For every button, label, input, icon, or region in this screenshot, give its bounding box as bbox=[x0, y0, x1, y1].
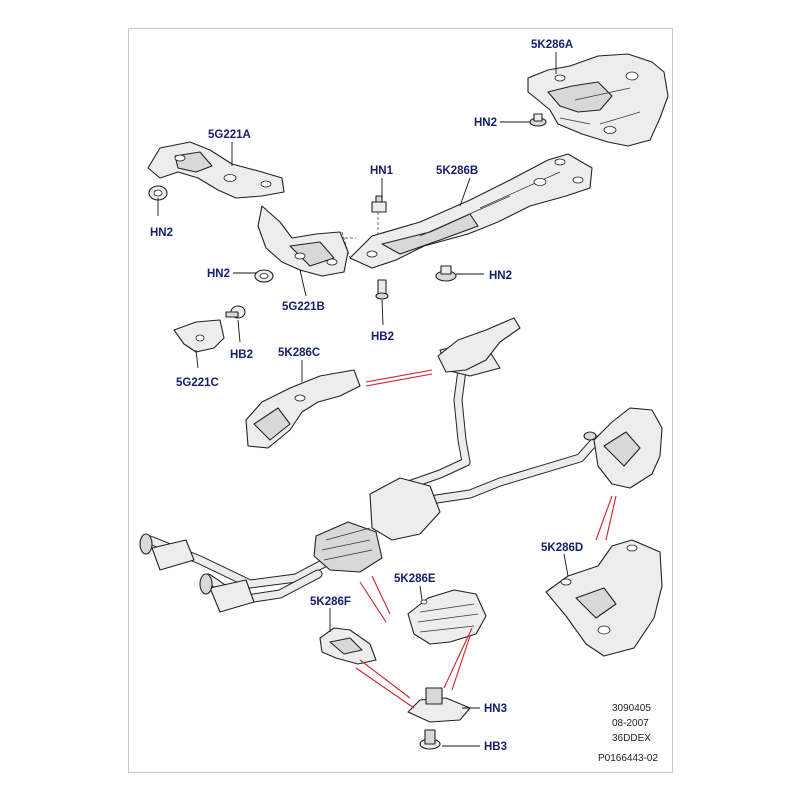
heat-shield-5k286d-upper bbox=[583, 407, 663, 489]
label-5g221a: 5G221A bbox=[208, 129, 251, 141]
heat-shield-5k286a bbox=[527, 53, 669, 147]
footer-line-1: 3090405 bbox=[612, 703, 651, 714]
heat-shield-5k286d-lower bbox=[545, 539, 663, 657]
heat-shield-5k286c bbox=[245, 369, 361, 449]
bolt-hb2-a bbox=[375, 279, 389, 300]
label-hn2-d: HN2 bbox=[207, 268, 230, 280]
footer-line-2: 08-2007 bbox=[612, 718, 649, 729]
label-5k286b: 5K286B bbox=[436, 165, 478, 177]
red-association-lines bbox=[355, 369, 617, 709]
label-hb2-b: HB2 bbox=[230, 349, 253, 361]
callout-labels: 5K286A HN2 5G221A HN2 HN1 5K286B HN2 HN2… bbox=[150, 39, 583, 753]
footer-line-4: P0166443-02 bbox=[598, 753, 658, 764]
nut-hn1 bbox=[371, 195, 387, 213]
exhaust-system bbox=[139, 343, 601, 613]
label-5k286d: 5K286D bbox=[541, 542, 583, 554]
heat-shield-5g221c bbox=[173, 319, 225, 353]
label-hn2-a: HN2 bbox=[474, 117, 497, 129]
heat-shield-5k286e bbox=[407, 589, 487, 645]
label-hn3: HN3 bbox=[484, 703, 507, 715]
label-hn2-b: HN2 bbox=[150, 227, 173, 239]
diagram-frame bbox=[128, 28, 673, 773]
nut-hn2-d bbox=[254, 269, 274, 283]
label-5k286c: 5K286C bbox=[278, 347, 320, 359]
heat-shield-5g221b bbox=[257, 205, 349, 277]
heat-shield-5k286b bbox=[349, 153, 593, 269]
leader-lines bbox=[157, 52, 569, 747]
bolt-hb2-b bbox=[225, 305, 246, 319]
label-5g221c: 5G221C bbox=[176, 377, 219, 389]
heat-shield-5g221a bbox=[147, 141, 285, 199]
nut-hn2-b bbox=[148, 185, 168, 201]
nut-hn2-c bbox=[435, 265, 457, 282]
label-hn2-c: HN2 bbox=[489, 270, 512, 282]
label-5k286e: 5K286E bbox=[394, 573, 436, 585]
footer-line-3: 36DDEX bbox=[612, 733, 651, 744]
heat-shield-5k286f bbox=[319, 627, 377, 665]
label-hb2-a: HB2 bbox=[371, 331, 394, 343]
label-5k286f: 5K286F bbox=[310, 596, 351, 608]
label-hb3: HB3 bbox=[484, 741, 507, 753]
bolt-hb3 bbox=[419, 729, 441, 750]
footer-reference: 3090405 08-2007 36DDEX P0166443-02 bbox=[598, 703, 658, 764]
label-5k286a: 5K286A bbox=[531, 39, 573, 51]
label-hn1: HN1 bbox=[370, 165, 394, 177]
heat-shield-5k286c-mate bbox=[437, 317, 521, 373]
label-5g221b: 5G221B bbox=[282, 301, 325, 313]
nut-hn3 bbox=[407, 687, 471, 723]
nut-hn2-a bbox=[529, 113, 547, 127]
